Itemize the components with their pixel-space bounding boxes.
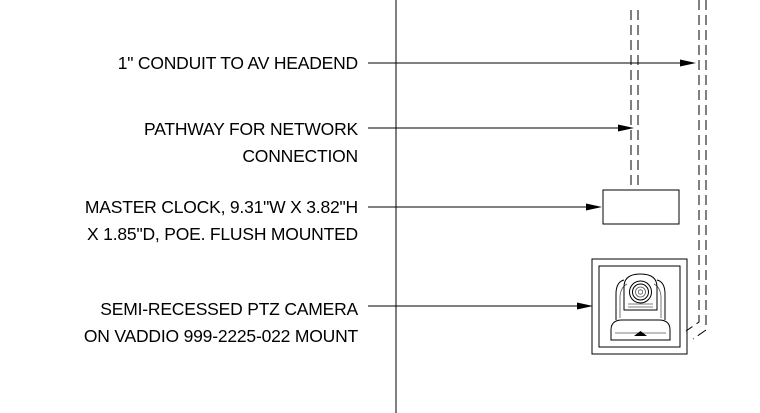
label-conduit: 1" CONDUIT TO AV HEADEND <box>118 53 358 73</box>
leader-ptz-camera <box>368 302 593 310</box>
av-conduit <box>685 0 707 340</box>
master-clock <box>602 189 680 225</box>
leader-network-pathway <box>368 124 634 132</box>
camera-mount-box <box>591 258 688 355</box>
label-network-pathway-line1: PATHWAY FOR NETWORK <box>144 119 359 139</box>
leader-master-clock <box>368 203 602 211</box>
label-master-clock-line2: X 1.85"D, POE. FLUSH MOUNTED <box>87 224 358 244</box>
label-ptz-camera-line2: ON VADDIO 999-2225-022 MOUNT <box>84 326 359 346</box>
label-network-pathway-line2: CONNECTION <box>242 146 358 166</box>
network-pathway <box>630 10 639 190</box>
ptz-camera <box>610 273 671 341</box>
label-master-clock-line1: MASTER CLOCK, 9.31"W X 3.82"H <box>85 197 358 217</box>
label-ptz-camera-line1: SEMI-RECESSED PTZ CAMERA <box>100 299 358 319</box>
leader-conduit <box>368 59 696 67</box>
